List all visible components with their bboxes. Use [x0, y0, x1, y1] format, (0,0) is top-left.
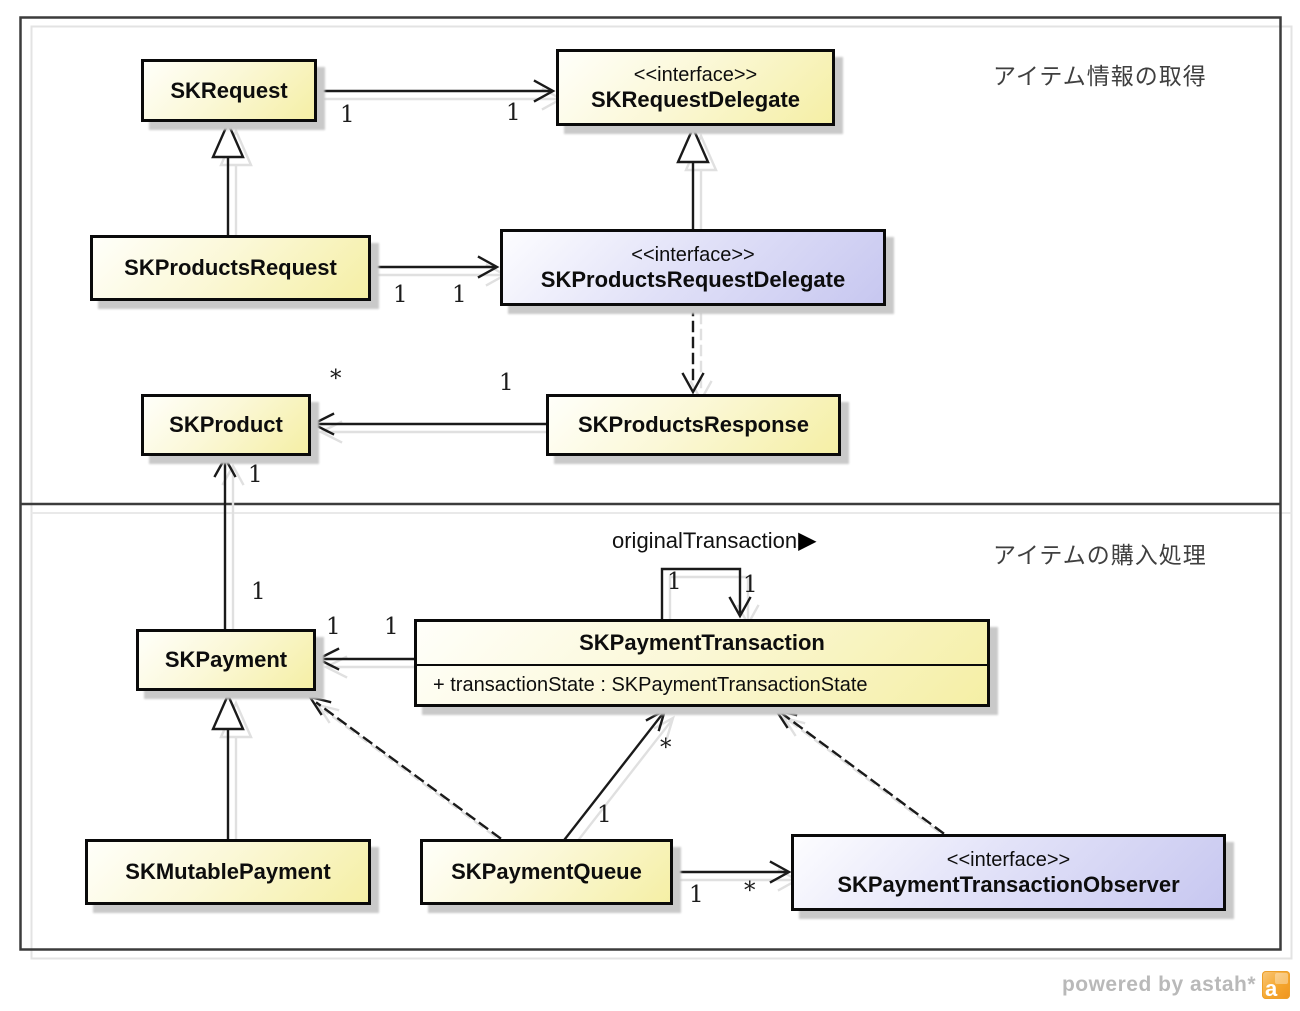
stereotype-label: <<interface>> [946, 848, 1071, 871]
class-name: SKPaymentQueue [451, 859, 642, 885]
attribute-transactionstate: + transactionState : SKPaymentTransactio… [433, 673, 868, 696]
class-skproductsrequestdelegate: <<interface>> SKProductsRequestDelegate [500, 229, 886, 306]
class-title-compartment: SKPaymentTransaction [417, 622, 987, 664]
class-name: SKPaymentTransaction [579, 630, 825, 656]
multiplicity-label: 1 [251, 579, 266, 605]
multiplicity-label: * [330, 366, 342, 392]
class-skpaymenttransactionobserver: <<interface>> SKPaymentTransactionObserv… [791, 834, 1226, 911]
association-direction-icon: ▶ [798, 527, 817, 554]
class-name: SKMutablePayment [125, 859, 331, 885]
diagram-frame [19, 16, 1282, 951]
section-label-item-purchase: アイテムの購入処理 [993, 542, 1207, 568]
multiplicity-label: 1 [667, 569, 682, 595]
class-name: SKProduct [169, 412, 283, 438]
class-name: SKProductsRequest [124, 255, 337, 281]
powered-by-text: powered by astah* [1061, 973, 1256, 996]
stereotype-label: <<interface>> [633, 63, 758, 86]
edges-main-layer [211, 79, 945, 884]
astah-logo-icon[interactable]: a [1262, 971, 1290, 1001]
stereotype-label: <<interface>> [631, 243, 755, 266]
multiplicity-label: 1 [743, 572, 758, 598]
association-label-text: originalTransaction [612, 528, 798, 553]
class-skmutablepayment: SKMutablePayment [85, 839, 371, 905]
multiplicity-label: 1 [248, 462, 263, 488]
class-name: SKPaymentTransactionObserver [837, 871, 1180, 897]
multiplicity-label: 1 [326, 614, 341, 640]
multiplicity-label: 1 [393, 282, 408, 308]
class-skpayment: SKPayment [136, 629, 316, 691]
class-attribute-compartment: + transactionState : SKPaymentTransactio… [417, 664, 987, 704]
multiplicity-label: 1 [499, 370, 514, 396]
class-skproduct: SKProduct [141, 394, 311, 456]
class-name: SKPayment [164, 647, 288, 673]
multiplicity-label: 1 [384, 614, 399, 640]
class-name: SKProductsResponse [577, 412, 810, 438]
multiplicity-label: * [744, 878, 756, 904]
section-label-item-info: アイテム情報の取得 [993, 63, 1207, 89]
class-skproductsresponse: SKProductsResponse [546, 394, 841, 456]
class-name: SKRequest [170, 77, 288, 103]
astah-logo-letter: a [1265, 976, 1278, 1001]
class-name: SKProductsRequestDelegate [540, 266, 846, 292]
class-skpaymentqueue: SKPaymentQueue [420, 839, 673, 905]
class-skpaymenttransaction: SKPaymentTransaction + transactionState … [414, 619, 990, 707]
multiplicity-label: * [660, 735, 672, 761]
multiplicity-label: 1 [452, 282, 467, 308]
multiplicity-label: 1 [506, 100, 521, 126]
class-name: SKRequestDelegate [590, 86, 801, 112]
class-skproductsrequest: SKProductsRequest [90, 235, 371, 301]
class-skrequest: SKRequest [141, 59, 317, 122]
multiplicity-label: 1 [597, 802, 612, 828]
astah-watermark[interactable]: powered by astah* a [1061, 971, 1290, 1001]
multiplicity-label: 1 [340, 102, 355, 128]
class-skrequestdelegate: <<interface>> SKRequestDelegate [556, 49, 835, 126]
association-label-originaltransaction: originalTransaction ▶ [612, 528, 817, 554]
multiplicity-label: 1 [689, 882, 704, 908]
edges-shadow-layer [219, 87, 953, 892]
diagram-frame-shadow [30, 25, 1293, 960]
